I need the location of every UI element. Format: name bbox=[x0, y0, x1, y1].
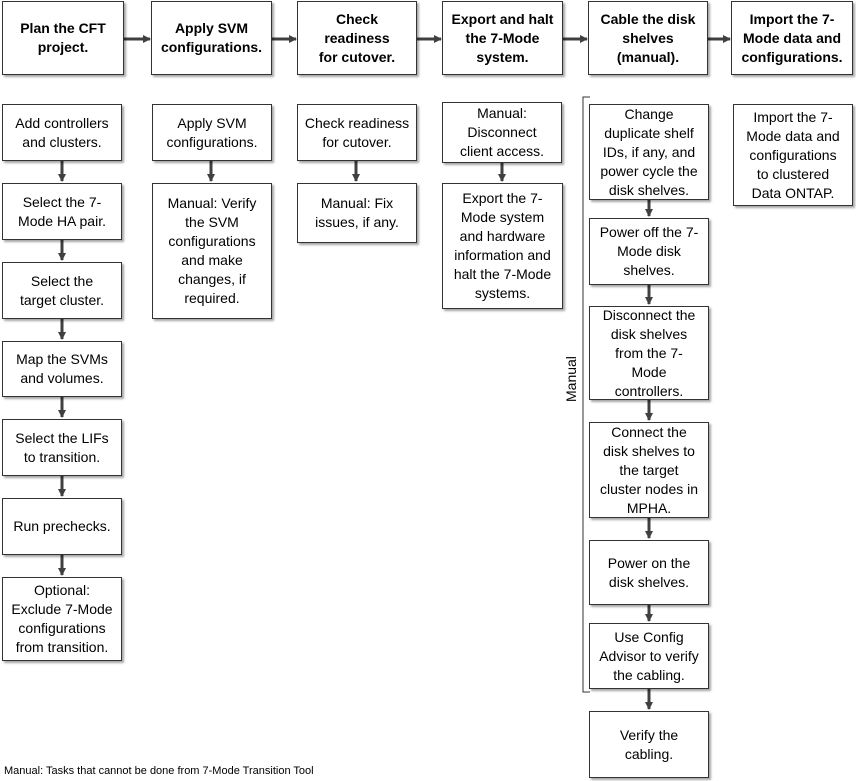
cable-step-2: Power off the 7- Mode disk shelves. bbox=[589, 218, 709, 285]
plan-step-3-label: Select the target cluster. bbox=[19, 272, 105, 308]
manual-bracket bbox=[582, 96, 590, 693]
phase-header-6: Import the 7- Mode data and configuratio… bbox=[731, 1, 853, 75]
svm-step-1-label: Apply SVM configurations. bbox=[166, 114, 258, 150]
plan-step-5-label: Select the LIFs to transition. bbox=[15, 429, 109, 465]
cable-step-6-label: Use Config Advisor to verify the cabling… bbox=[599, 628, 699, 683]
svm-step-1: Apply SVM configurations. bbox=[152, 104, 272, 161]
phase-header-1: Plan the CFT project. bbox=[2, 1, 124, 75]
plan-step-7: Optional: Exclude 7-Mode configurations … bbox=[2, 577, 122, 661]
phase-header-1-label: Plan the CFT project. bbox=[20, 20, 106, 55]
readiness-step-2: Manual: Fix issues, if any. bbox=[297, 183, 417, 243]
plan-step-1-label: Add controllers and clusters. bbox=[15, 114, 109, 150]
svm-step-2: Manual: Verify the SVM configurations an… bbox=[152, 183, 272, 319]
cable-step-2-label: Power off the 7- Mode disk shelves. bbox=[599, 224, 699, 278]
manual-bracket-label: Manual bbox=[563, 356, 579, 402]
plan-step-3: Select the target cluster. bbox=[2, 262, 122, 319]
export-step-1: Manual: Disconnect client access. bbox=[442, 102, 562, 163]
plan-step-1: Add controllers and clusters. bbox=[2, 104, 122, 161]
phase-header-3: Check readiness for cutover. bbox=[297, 1, 417, 75]
cable-step-7-label: Verify the cabling. bbox=[619, 726, 679, 762]
phase-header-5: Cable the disk shelves (manual). bbox=[588, 1, 708, 75]
plan-step-2: Select the 7- Mode HA pair. bbox=[2, 183, 122, 240]
readiness-step-1: Check readiness for cutover. bbox=[297, 104, 417, 161]
cable-step-5-label: Power on the disk shelves. bbox=[607, 554, 691, 590]
plan-step-5: Select the LIFs to transition. bbox=[2, 419, 122, 476]
readiness-step-1-label: Check readiness for cutover. bbox=[304, 114, 410, 150]
export-step-2: Export the 7- Mode system and hardware i… bbox=[442, 183, 563, 309]
import-step-1-label: Import the 7- Mode data and configuratio… bbox=[746, 108, 840, 201]
export-step-1-label: Manual: Disconnect client access. bbox=[459, 105, 545, 159]
phase-header-3-label: Check readiness for cutover. bbox=[318, 10, 396, 65]
phase-header-5-label: Cable the disk shelves (manual). bbox=[600, 10, 696, 65]
phase-header-6-label: Import the 7- Mode data and configuratio… bbox=[741, 10, 843, 65]
readiness-step-2-label: Manual: Fix issues, if any. bbox=[315, 195, 399, 230]
plan-step-4: Map the SVMs and volumes. bbox=[2, 341, 122, 397]
plan-step-2-label: Select the 7- Mode HA pair. bbox=[18, 193, 106, 229]
export-step-2-label: Export the 7- Mode system and hardware i… bbox=[453, 190, 552, 301]
cable-step-4-label: Connect the disk shelves to the target c… bbox=[599, 423, 699, 516]
cable-step-6: Use Config Advisor to verify the cabling… bbox=[589, 623, 709, 689]
phase-header-4-label: Export and halt the 7-Mode system. bbox=[451, 10, 554, 65]
cable-step-1: Change duplicate shelf IDs, if any, and … bbox=[589, 104, 709, 200]
cable-step-3: Disconnect the disk shelves from the 7- … bbox=[589, 306, 709, 400]
plan-step-7-label: Optional: Exclude 7-Mode configurations … bbox=[11, 582, 113, 655]
import-step-1: Import the 7- Mode data and configuratio… bbox=[733, 104, 853, 206]
phase-header-2: Apply SVM configurations. bbox=[151, 1, 272, 75]
plan-step-6: Run prechecks. bbox=[2, 498, 122, 555]
cable-step-7: Verify the cabling. bbox=[589, 711, 709, 778]
footnote: Manual: Tasks that cannot be done from 7… bbox=[4, 765, 314, 777]
phase-header-4: Export and halt the 7-Mode system. bbox=[442, 1, 563, 75]
plan-step-4-label: Map the SVMs and volumes. bbox=[16, 351, 108, 386]
plan-step-6-label: Run prechecks. bbox=[13, 518, 111, 534]
cable-step-3-label: Disconnect the disk shelves from the 7- … bbox=[602, 306, 696, 399]
phase-header-2-label: Apply SVM configurations. bbox=[160, 20, 263, 55]
svm-step-2-label: Manual: Verify the SVM configurations an… bbox=[167, 195, 257, 306]
cable-step-5: Power on the disk shelves. bbox=[589, 540, 709, 605]
cable-step-1-label: Change duplicate shelf IDs, if any, and … bbox=[600, 105, 698, 198]
cable-step-4: Connect the disk shelves to the target c… bbox=[589, 422, 709, 518]
